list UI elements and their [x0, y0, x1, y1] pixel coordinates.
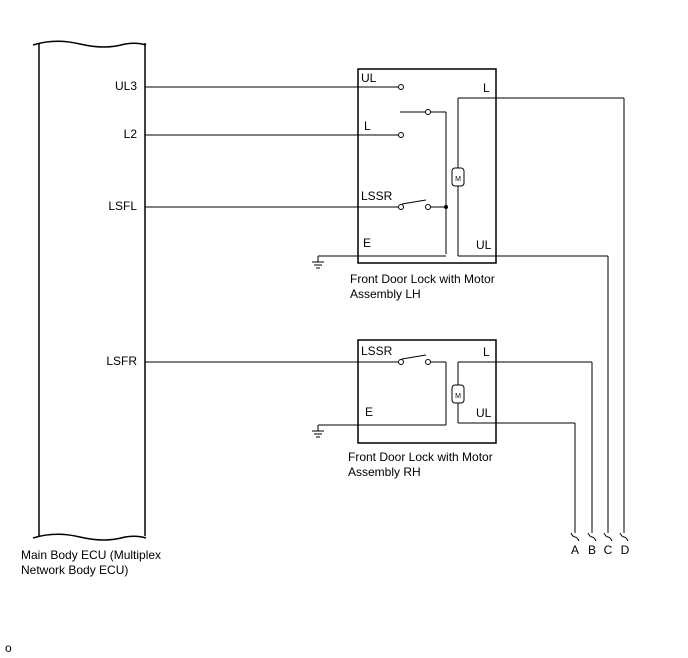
lh-motor-label: M — [455, 176, 461, 183]
rh-caption-line2: Assembly RH — [348, 465, 421, 479]
rh-term-lssr: LSSR — [361, 344, 393, 358]
pin-l2: L2 — [124, 127, 138, 141]
lh-lssr-switch — [401, 199, 427, 205]
output-c: C — [604, 543, 613, 557]
footer-mark: o — [5, 641, 12, 655]
lh-contact-lssr — [398, 204, 404, 210]
lh-contact-upper — [425, 109, 431, 115]
rh-caption-line1: Front Door Lock with Motor — [348, 450, 493, 464]
rh-lssr-switch — [401, 354, 427, 360]
rh-term-l-right: L — [483, 345, 490, 359]
ecu-name-line2: Network Body ECU) — [21, 563, 128, 577]
main-body-ecu — [32, 40, 147, 541]
lh-term-lssr: LSSR — [361, 189, 393, 203]
lh-term-l: L — [364, 119, 371, 133]
lh-contact-lssr-2 — [425, 204, 431, 210]
output-d: D — [621, 543, 630, 557]
rh-contact-lssr-2 — [425, 359, 431, 365]
rh-term-e: E — [365, 405, 373, 419]
lh-term-ul: UL — [361, 71, 377, 85]
lh-term-l-right: L — [483, 81, 490, 95]
pin-ul3: UL3 — [115, 79, 137, 93]
pin-lsfl: LSFL — [108, 199, 137, 213]
lh-caption-line2: Assembly LH — [350, 287, 421, 301]
lh-contact-l — [398, 132, 404, 138]
output-b: B — [588, 543, 596, 557]
lh-term-ul-right: UL — [476, 238, 492, 252]
output-a: A — [571, 543, 579, 557]
ecu-name-line1: Main Body ECU (Multiplex — [21, 548, 161, 562]
lh-contact-ul — [398, 84, 404, 90]
lh-assembly-box — [357, 68, 497, 264]
lh-caption-line1: Front Door Lock with Motor — [350, 272, 495, 286]
lh-term-e: E — [363, 236, 371, 250]
pin-lsfr: LSFR — [106, 354, 137, 368]
output-wires — [570, 98, 629, 542]
lh-junction — [444, 205, 448, 209]
rh-assembly-box — [357, 339, 497, 444]
rh-motor-label: M — [455, 393, 461, 400]
rh-term-ul-right: UL — [476, 406, 492, 420]
rh-contact-lssr — [398, 359, 404, 365]
